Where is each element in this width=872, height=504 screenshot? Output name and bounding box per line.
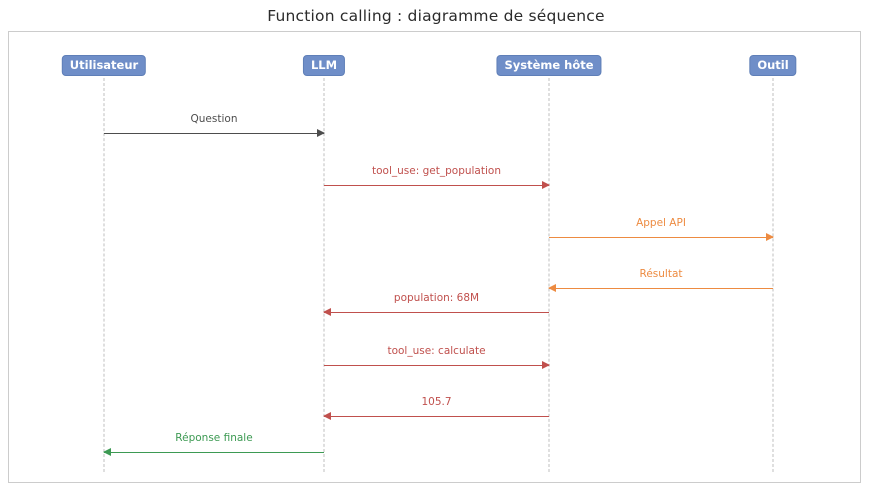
message-line-reponse-finale — [104, 452, 324, 453]
lifeline-utilisateur — [103, 78, 105, 472]
message-label-population-68m: population: 68M — [393, 292, 480, 304]
page-title: Function calling : diagramme de séquence — [267, 7, 605, 25]
lifeline-llm — [323, 78, 325, 472]
message-line-appel-api — [549, 237, 773, 238]
arrowhead-icon-tool-use-pop — [542, 180, 550, 189]
message-label-resultat: Résultat — [639, 268, 683, 280]
message-label-appel-api: Appel API — [636, 217, 686, 229]
participant-llm[interactable]: LLM — [302, 55, 346, 76]
message-label-reponse-finale: Réponse finale — [175, 432, 253, 444]
message-label-tool-use-calc: tool_use: calculate — [387, 345, 486, 357]
arrowhead-icon-tool-use-calc — [542, 360, 550, 369]
message-line-question — [104, 133, 324, 134]
participant-systeme[interactable]: Système hôte — [496, 55, 602, 76]
arrowhead-icon-resultat — [548, 283, 556, 292]
lifeline-outil — [772, 78, 774, 472]
arrowhead-icon-reponse-finale — [103, 447, 111, 456]
message-line-resultat — [549, 288, 773, 289]
message-line-tool-use-calc — [324, 365, 549, 366]
participant-outil[interactable]: Outil — [749, 55, 797, 76]
message-line-tool-use-pop — [324, 185, 549, 186]
arrowhead-icon-population-68m — [323, 307, 331, 316]
message-line-resultat-105-7 — [324, 416, 549, 417]
message-label-question: Question — [190, 113, 238, 125]
diagram-frame — [8, 31, 861, 483]
message-line-population-68m — [324, 312, 549, 313]
arrowhead-icon-resultat-105-7 — [323, 411, 331, 420]
arrowhead-icon-question — [317, 128, 325, 137]
participant-utilisateur[interactable]: Utilisateur — [61, 55, 147, 76]
message-label-resultat-105-7: 105.7 — [421, 396, 452, 408]
message-label-tool-use-pop: tool_use: get_population — [372, 165, 501, 177]
lifeline-systeme — [548, 78, 550, 472]
arrowhead-icon-appel-api — [766, 232, 774, 241]
